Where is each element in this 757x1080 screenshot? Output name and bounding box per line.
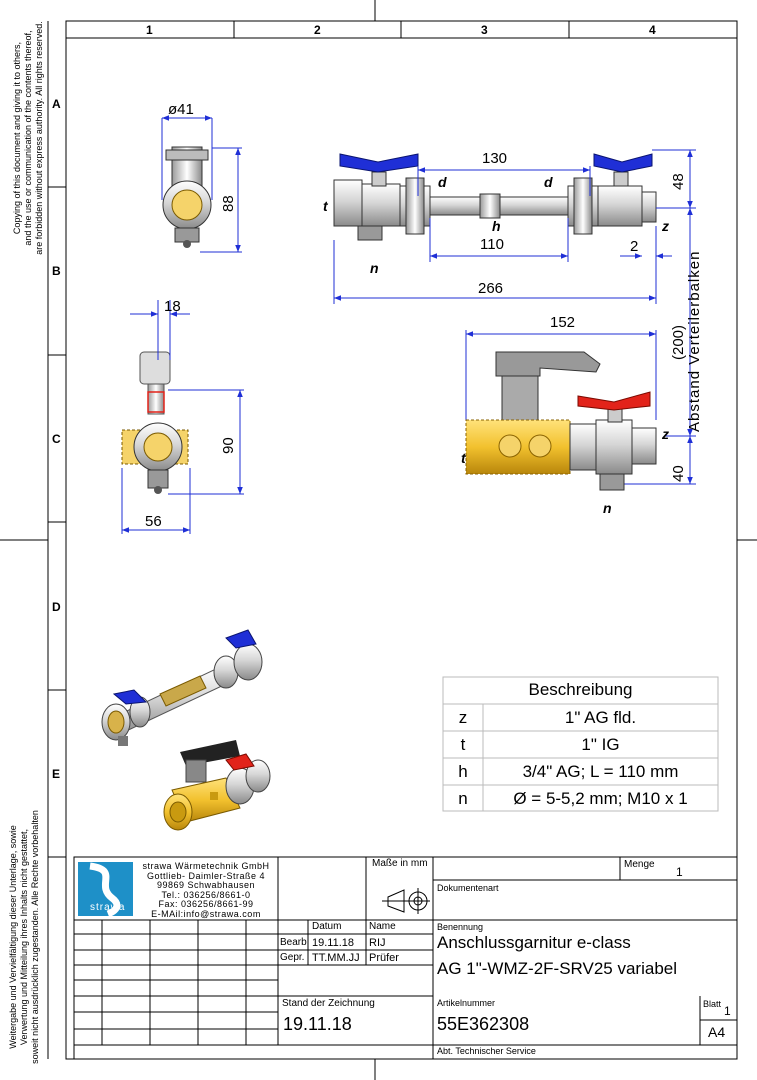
side-view-valve	[121, 351, 189, 494]
label-n-2: n	[603, 500, 612, 516]
dim-130: 130	[482, 150, 508, 167]
dim-40: 40	[670, 465, 687, 482]
grid-row-B: B	[52, 264, 61, 278]
menge-label: Menge	[624, 859, 655, 870]
beschreibung-key-h: h	[458, 762, 468, 781]
label-t-1: t	[323, 198, 328, 214]
grid-col-3: 3	[481, 23, 488, 37]
assembly-side-view	[333, 153, 657, 241]
masse-label: Maße in mm	[372, 858, 428, 869]
beschreibung-title: Beschreibung	[528, 680, 633, 699]
dim-2: 2	[630, 238, 639, 255]
format-value: A4	[708, 1024, 726, 1040]
dim-200: (200)	[670, 324, 687, 360]
blatt-label: Blatt	[703, 999, 722, 1009]
drawing-title-2: AG 1"-WMZ-2F-SRV25 variabel	[437, 959, 678, 978]
name-label: Name	[369, 921, 396, 932]
projection-symbol	[382, 888, 430, 914]
render-assembly-blue	[101, 629, 263, 746]
grid-row-A: A	[52, 97, 61, 111]
label-d-1: d	[438, 174, 447, 190]
label-n-1: n	[370, 260, 379, 276]
datum-label: Datum	[312, 921, 342, 932]
beschreibung-key-t: t	[460, 735, 466, 754]
dim-18: 18	[164, 298, 181, 315]
beschreibung-val-n: Ø = 5-5,2 mm; M10 x 1	[513, 789, 688, 808]
beschreibung-val-t: 1" IG	[581, 735, 620, 754]
stand-label: Stand der Zeichnung	[282, 998, 375, 1009]
dim-152: 152	[550, 314, 576, 331]
titleblock-grid	[73, 856, 738, 1060]
bearb-date: 19.11.18	[312, 937, 355, 949]
artikel-value: 55E362308	[437, 1014, 530, 1034]
logo-text: strawa	[90, 902, 126, 913]
abt-label: Abt. Technischer Service	[437, 1046, 536, 1056]
dim-56: 56	[145, 513, 162, 530]
dim-110: 110	[480, 236, 504, 253]
gepr-date: TT.MM.JJ	[312, 952, 360, 964]
drawing-title-1: Anschlussgarnitur e-class	[437, 933, 631, 952]
copyright-de: Weitergabe und Vervielfältigung dieser U…	[8, 810, 40, 1064]
dim-48: 48	[670, 173, 687, 190]
menge-value: 1	[676, 865, 683, 879]
grid-row-D: D	[52, 600, 61, 614]
bearb-label: Bearb.	[280, 937, 310, 948]
label-z-2: z	[662, 426, 669, 442]
label-d-2: d	[544, 174, 553, 190]
beschreibung-val-z: 1" AG fld.	[564, 708, 637, 727]
label-z-1: z	[662, 218, 669, 234]
dim-abstand: Abstand Verteilerbalken	[686, 250, 703, 432]
bearb-name: RIJ	[369, 937, 386, 949]
dokumentenart-label: Dokumentenart	[437, 883, 499, 893]
beschreibung-key-z: z	[458, 708, 468, 727]
grid-col-1: 1	[146, 23, 153, 37]
stand-value: 19.11.18	[283, 1014, 352, 1034]
dim-88: 88	[220, 195, 237, 212]
benennung-label: Benennung	[437, 922, 484, 932]
label-h: h	[492, 218, 501, 234]
grid-row-C: C	[52, 432, 61, 446]
dim-41: ø41	[168, 101, 194, 118]
label-t-2: t	[461, 450, 466, 466]
beschreibung-key-n: n	[458, 789, 468, 808]
grid-row-E: E	[52, 767, 61, 781]
front-view-valve	[162, 146, 212, 248]
copyright-en: Copying of this document and giving it t…	[12, 21, 44, 255]
grid-col-2: 2	[314, 23, 321, 37]
beschreibung-table-grid	[442, 676, 719, 812]
grid-col-4: 4	[649, 23, 656, 37]
gepr-name: Prüfer	[369, 952, 399, 964]
artikel-label: Artikelnummer	[437, 998, 496, 1008]
render-brass-red	[163, 740, 271, 831]
dim-90: 90	[220, 437, 237, 454]
gepr-label: Gepr.	[280, 952, 305, 963]
strawa-logo	[78, 862, 133, 918]
blatt-value: 1	[724, 1004, 731, 1018]
beschreibung-val-h: 3/4" AG; L = 110 mm	[522, 762, 679, 781]
dim-266: 266	[478, 280, 504, 297]
brass-body-view	[465, 351, 657, 491]
